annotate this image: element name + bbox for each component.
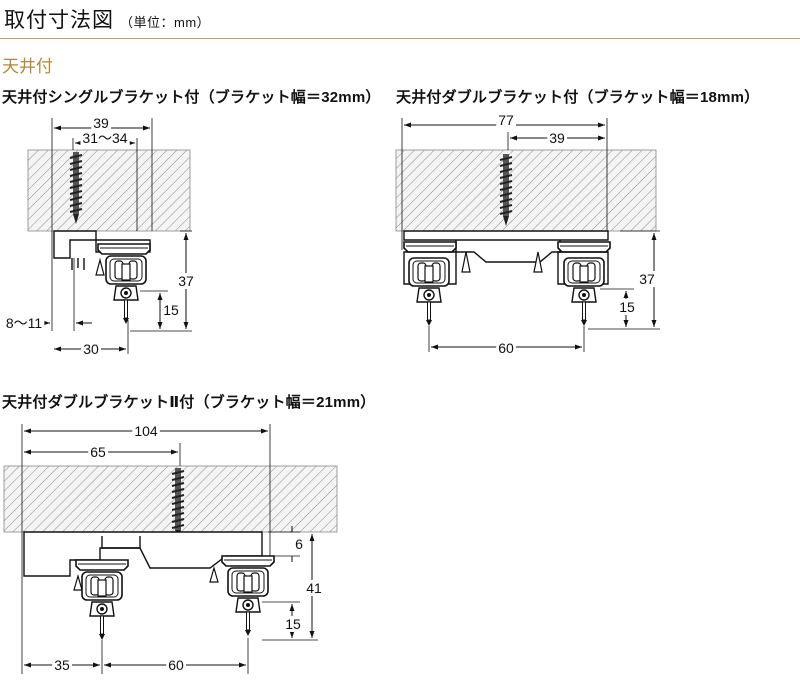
runner-front	[81, 571, 123, 641]
rail	[97, 243, 151, 255]
bracket	[23, 531, 263, 577]
dim-lower: 15	[619, 299, 635, 315]
caption-double-bracket: 天井付ダブルブラケット付（ブラケット幅＝18mm）	[396, 89, 760, 106]
runner-front	[408, 257, 450, 327]
dim-label-backing	[3, 315, 45, 331]
bracket	[53, 230, 97, 259]
dim-lower: 15	[285, 616, 301, 632]
page-title: 取付寸法図 （単位：mm）	[4, 4, 210, 34]
dim-inner: 39	[549, 130, 565, 146]
dim-label-backing	[293, 536, 306, 552]
dim-rail-span: 60	[498, 340, 514, 356]
dim-height: 37	[639, 271, 655, 287]
dim-label-backing	[91, 115, 111, 131]
diagram-single-bracket: 39 31～34 37 15 8～11 30	[3, 115, 196, 357]
dim-label-backing	[161, 302, 181, 318]
dim-label-backing	[496, 340, 516, 356]
dim-label-backing	[617, 299, 637, 315]
dim-label-backing	[496, 112, 516, 128]
title-divider	[0, 38, 800, 39]
dim-overall: 104	[134, 423, 158, 439]
dim-label-backing	[304, 580, 324, 596]
bracket	[403, 230, 609, 241]
rail-back	[221, 555, 275, 567]
dim-top-gap: 6	[295, 536, 303, 552]
dim-overall: 39	[93, 115, 109, 131]
title-text: 取付寸法図	[4, 9, 114, 32]
dim-left-offset: 35	[54, 657, 70, 673]
ceiling-hatch	[27, 149, 191, 232]
caption-single-bracket: 天井付シングルブラケット付（ブラケット幅＝32mm）	[2, 89, 381, 106]
dim-height: 41	[306, 580, 322, 596]
dim-rail-span: 60	[168, 657, 184, 673]
caption-double-bracket-ii: 天井付ダブルブラケットⅡ付（ブラケット幅＝21mm）	[2, 394, 376, 411]
dim-label-backing	[80, 130, 130, 146]
dim-label-backing	[547, 130, 567, 146]
dim-label-backing	[283, 616, 303, 632]
dim-inner: 65	[90, 444, 106, 460]
rail-front	[75, 559, 129, 571]
dim-height: 37	[178, 273, 194, 289]
dim-lower: 15	[163, 302, 179, 318]
dim-label-backing	[132, 423, 160, 439]
dim-label-backing	[81, 341, 101, 357]
dim-wall-gap: 8～11	[6, 315, 43, 331]
dim-label-backing	[637, 271, 657, 287]
ceiling-hatch	[3, 465, 338, 533]
ceiling-hatch	[395, 149, 657, 232]
dim-overall: 77	[498, 112, 514, 128]
dim-bottom-width: 30	[83, 341, 99, 357]
dim-screw-range: 31～34	[82, 130, 127, 146]
rail-back	[557, 241, 611, 253]
dim-label-backing	[88, 444, 108, 460]
section-title: 天井付	[2, 57, 53, 76]
dim-label-backing	[166, 657, 186, 673]
runner-back	[563, 257, 605, 327]
unit-note: （単位：mm）	[120, 15, 211, 30]
runner-glider	[105, 255, 147, 325]
rail-front	[403, 241, 457, 253]
diagram-double-bracket: 77 39 37 15 60	[395, 112, 660, 356]
dim-label-backing	[52, 657, 72, 673]
diagram-double-bracket-ii: 104 65 6 41 15 35 60	[3, 423, 338, 674]
dim-label-backing	[176, 273, 196, 289]
